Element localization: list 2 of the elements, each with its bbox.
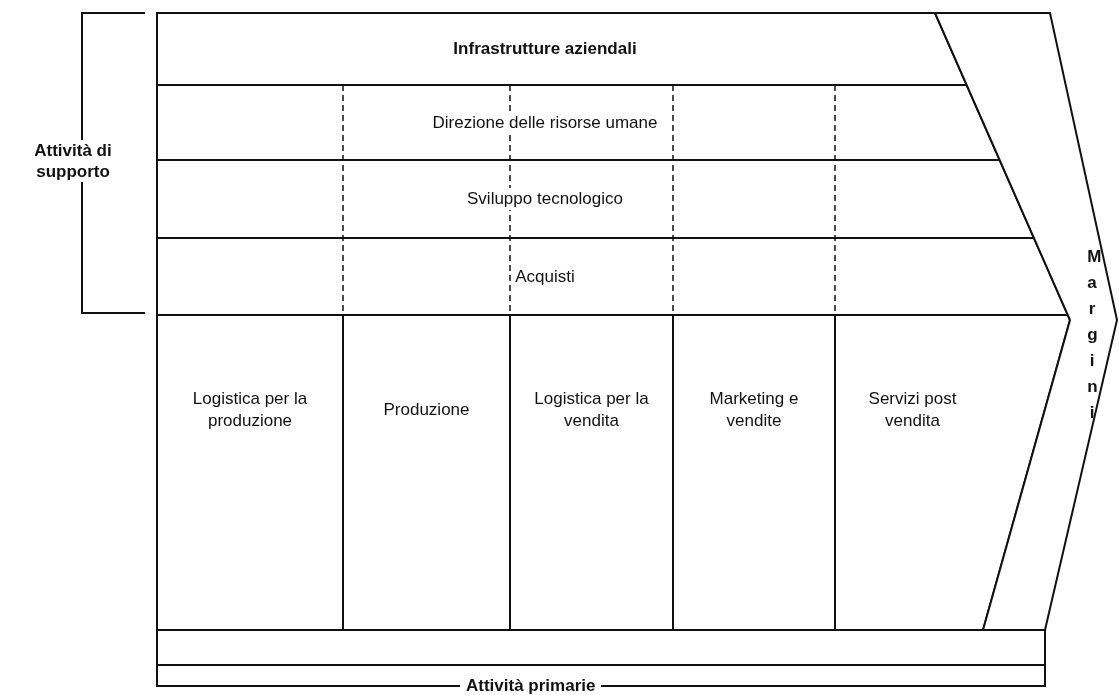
band-label: Sviluppo tecnologico bbox=[465, 188, 625, 210]
margin-label: Margini bbox=[1086, 246, 1099, 424]
